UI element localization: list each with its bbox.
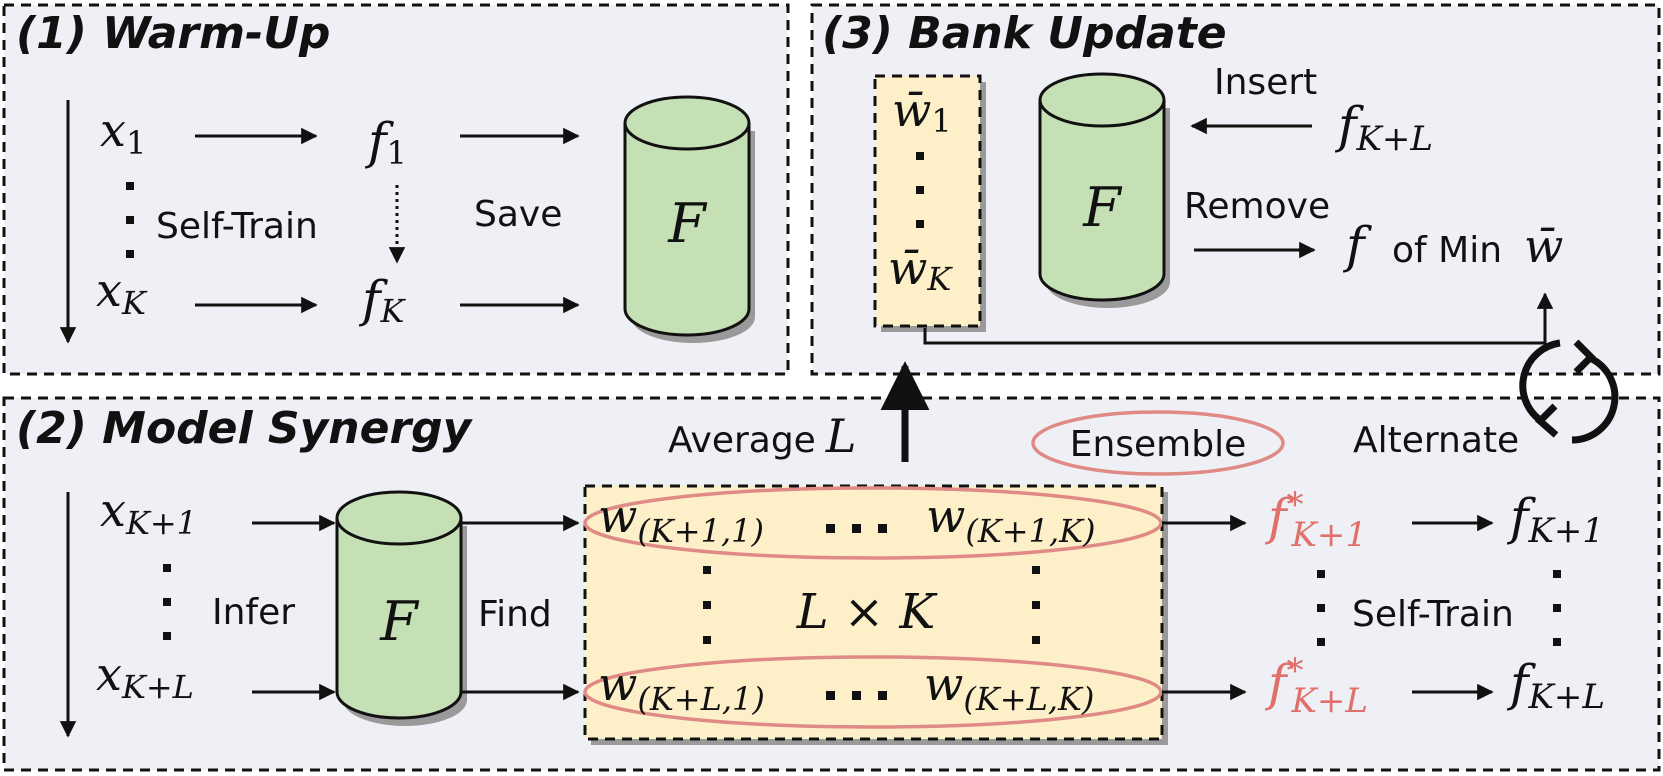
- warmup-x-ellipsis: [126, 182, 134, 258]
- w-top-left: w(K+1,1): [598, 489, 764, 550]
- warmup-x1: x1: [100, 103, 146, 162]
- grid-size-label: L × K: [796, 584, 939, 640]
- matrix-column-ellipsis: [703, 566, 1040, 644]
- warmup-bank-label: F: [667, 192, 708, 255]
- of-min-label: of Min: [1392, 230, 1502, 271]
- infer-label: Infer: [212, 592, 295, 633]
- w-bottom-left: w(K+L,1): [598, 657, 765, 718]
- min-w-bar: w̄: [1524, 219, 1563, 273]
- ensemble-ring-bottom: [583, 655, 1163, 729]
- warmup-xK: xK: [96, 263, 148, 322]
- synergy-x-first: xK+1: [100, 483, 197, 542]
- alternate-label: Alternate: [1353, 420, 1519, 461]
- weight-w1: w̄1: [892, 83, 952, 140]
- synergy-x-last: xK+L: [96, 647, 194, 706]
- model-synergy-content: xK+1 xK+L Infer F Find w(K+1,1) w(K+1,K)…: [59, 339, 1619, 745]
- synergy-x-ellipsis: [163, 564, 171, 640]
- bank-update-bank-label: F: [1082, 176, 1123, 239]
- ensemble-label: Ensemble: [1070, 424, 1247, 465]
- w-bottom-right: w(K+L,K): [924, 657, 1094, 718]
- warmup-title: (1) Warm-Up: [16, 8, 330, 59]
- synergy-self-train-label: Self-Train: [1352, 594, 1514, 635]
- weight-column: [873, 74, 982, 328]
- weight-matrix: [583, 484, 1164, 741]
- remove-label: Remove: [1184, 186, 1330, 227]
- cycle-icon: [1519, 339, 1619, 444]
- weight-ellipsis: [916, 152, 924, 228]
- bank-update-content: w̄1 w̄K F Insert fK+L Remove f of Min w̄: [873, 62, 1563, 345]
- bank-update-title: (3) Bank Update: [822, 8, 1227, 59]
- ensemble-tag: [1031, 410, 1285, 476]
- synergy-bank-label: F: [379, 590, 420, 653]
- warmup-fK: fK: [358, 270, 407, 330]
- synergy-f-ellipsis: [1317, 570, 1561, 646]
- warmup-bank-cylinder: F: [623, 95, 755, 343]
- warmup-save-label: Save: [474, 194, 562, 235]
- warmup-content: x1 xK Self-Train f1 fK Save F: [59, 95, 755, 344]
- w-top-right: w(K+1,K): [926, 489, 1096, 550]
- bank-update-cylinder: F: [1038, 72, 1170, 308]
- ensemble-ring-top: [583, 486, 1163, 560]
- warmup-self-train-label: Self-Train: [156, 206, 318, 247]
- weight-wK: w̄K: [888, 241, 953, 298]
- synergy-bank-cylinder: F: [335, 490, 467, 726]
- matrix-row-ellipsis: [826, 524, 887, 700]
- insert-label: Insert: [1214, 62, 1317, 103]
- find-label: Find: [478, 594, 552, 635]
- model-synergy-title: (2) Model Synergy: [16, 403, 474, 454]
